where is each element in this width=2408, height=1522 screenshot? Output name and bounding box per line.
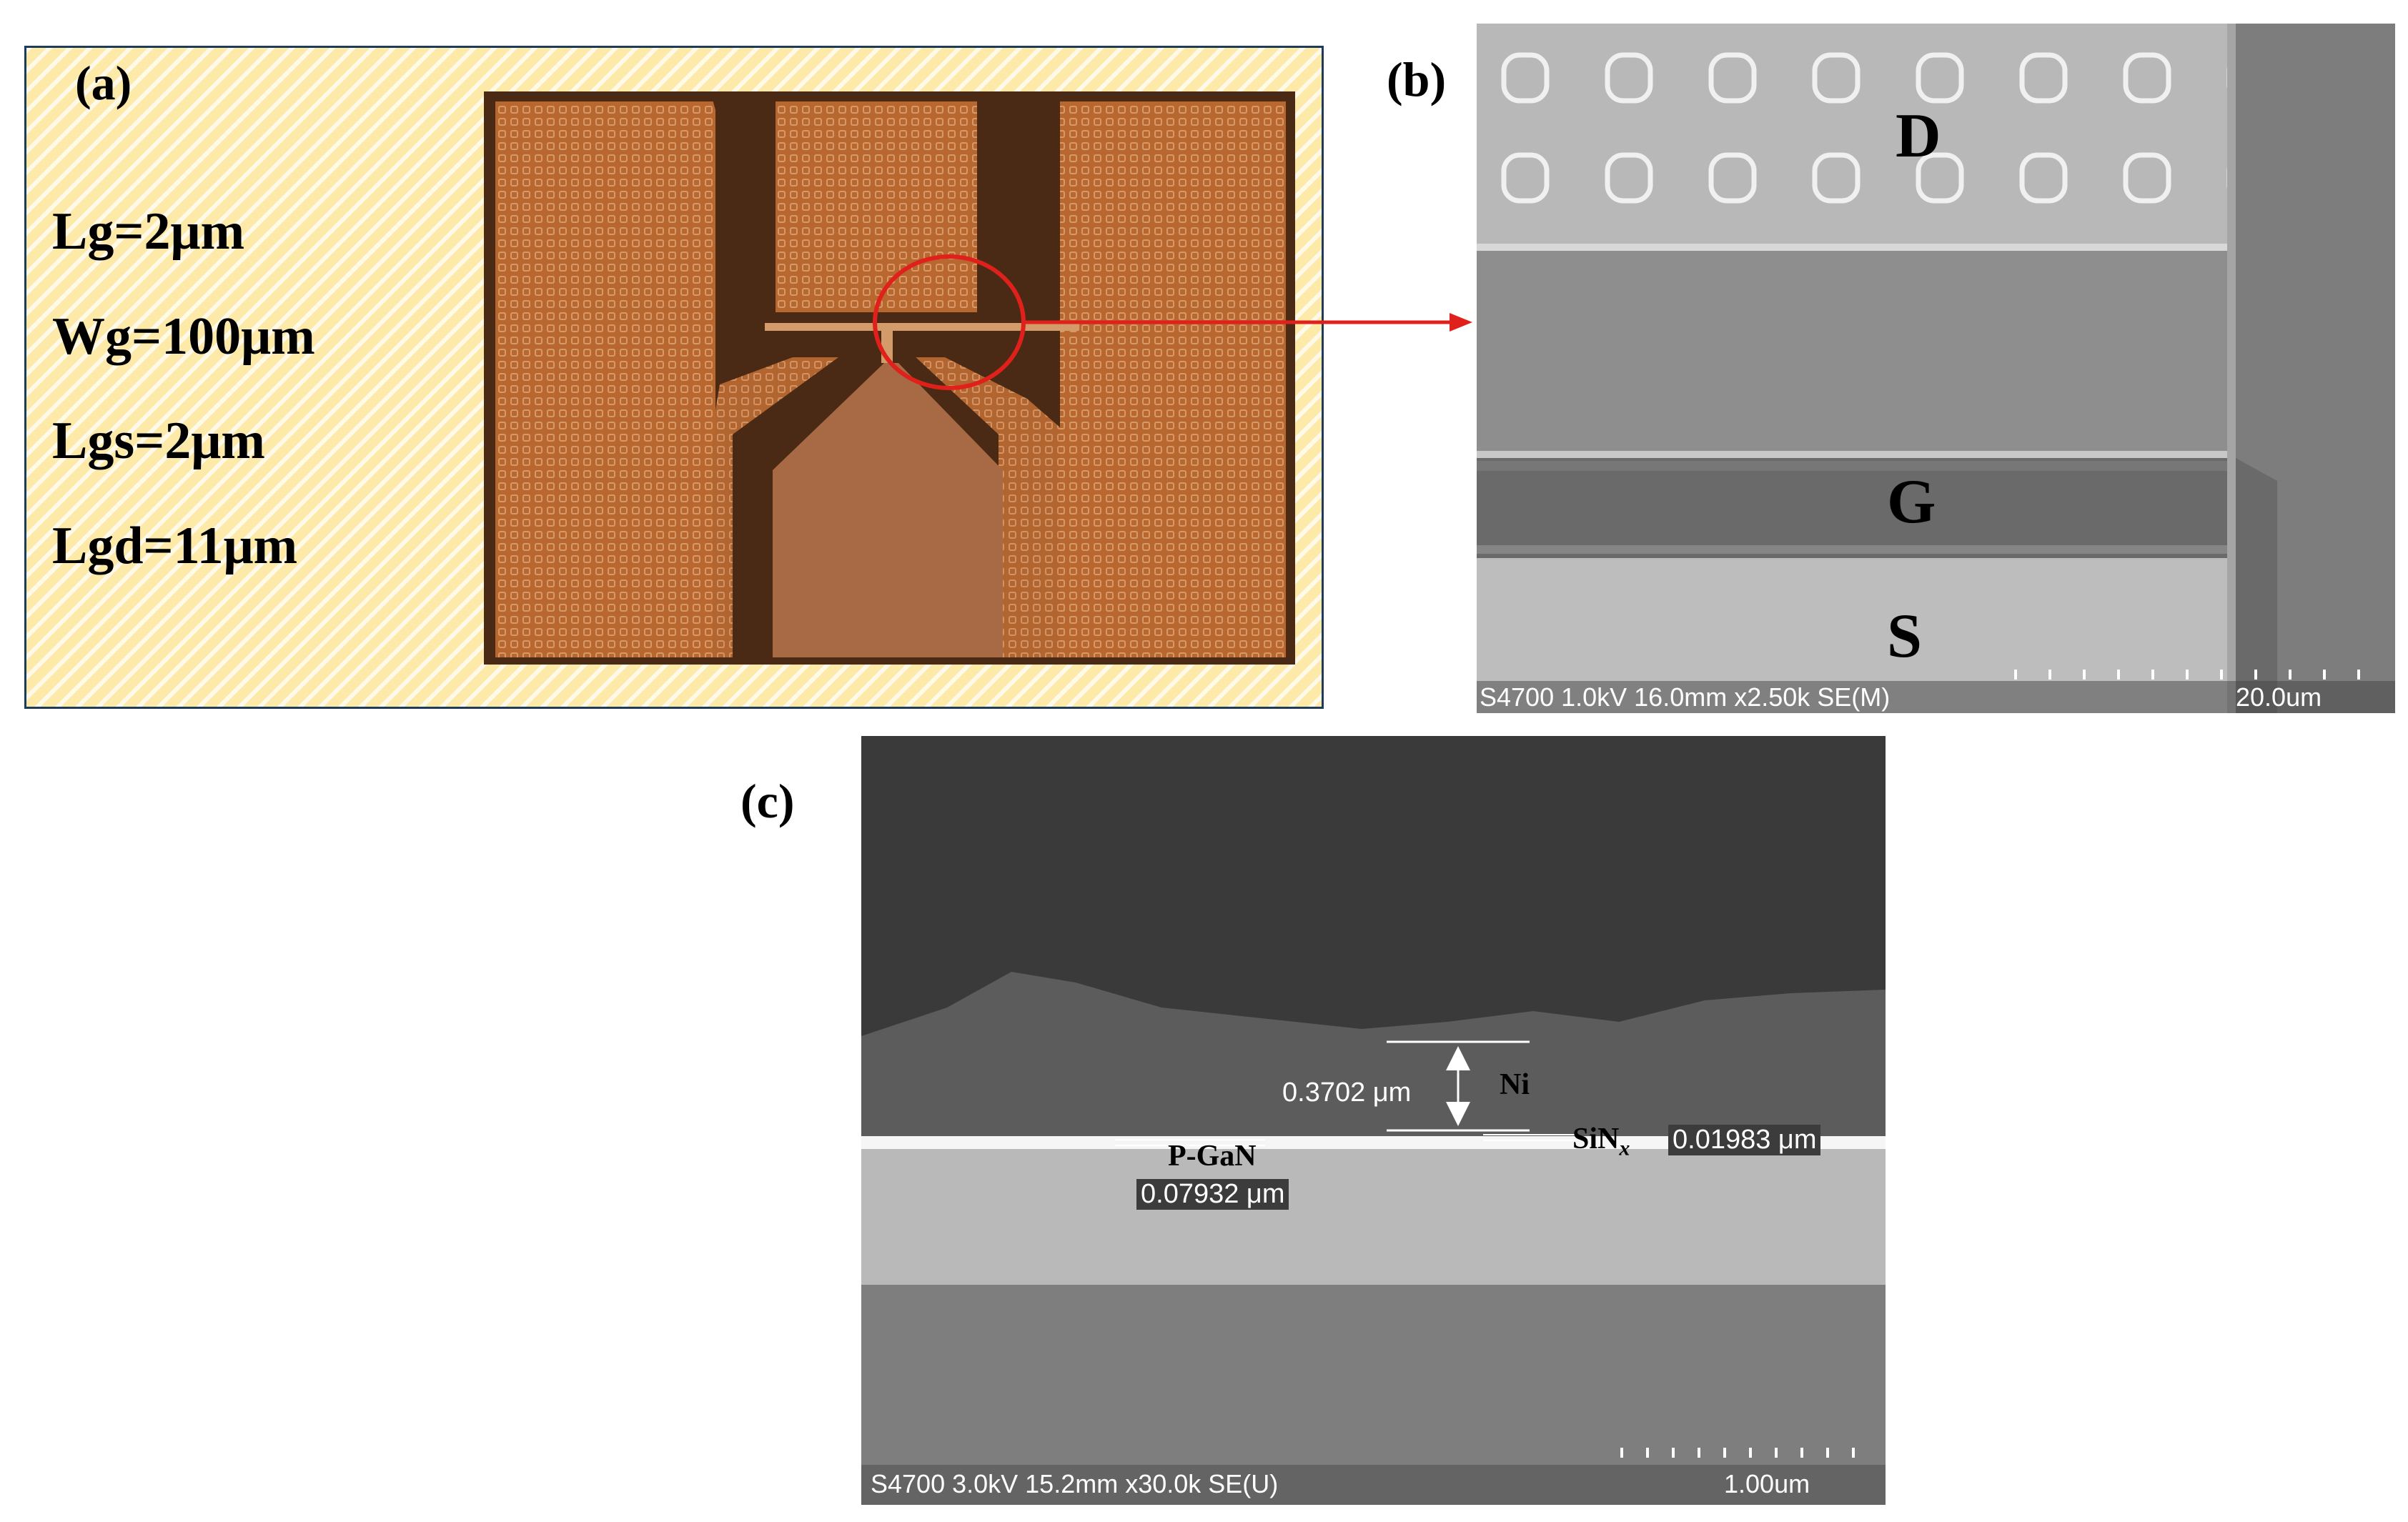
sem-b-scale: 20.0um xyxy=(2236,682,2322,712)
zoom-arrow-head xyxy=(1450,313,1472,332)
source-pad-left xyxy=(495,101,715,657)
scale-bar-b xyxy=(2014,670,2360,680)
gate-electrode xyxy=(1477,458,2249,558)
source-label: S xyxy=(1887,602,1922,671)
gate-finger xyxy=(765,323,1079,331)
param-lg: Lg=2μm xyxy=(52,202,245,261)
sem-c-info: S4700 3.0kV 15.2mm x30.0k SE(U) xyxy=(871,1469,1279,1498)
ni-layer xyxy=(861,972,1886,1136)
sin-thickness-value: 0.01983 μm xyxy=(1668,1125,1821,1155)
sin-thickness-marker xyxy=(1483,1134,1576,1141)
device-micrograph xyxy=(484,91,1295,665)
panel-b-label: (b) xyxy=(1387,52,1447,106)
gate-pad xyxy=(773,363,1003,657)
sem-image-b xyxy=(1477,24,2395,713)
param-wg: Wg=100μm xyxy=(52,307,315,366)
scale-bar-c xyxy=(1620,1448,1855,1458)
param-lgs: Lgs=2μm xyxy=(52,412,265,470)
sinx-label-sub: x xyxy=(1619,1136,1630,1160)
ni-thickness-value: 0.3702 μm xyxy=(1282,1078,1412,1108)
drain-pad xyxy=(776,101,1003,312)
pgan-thickness-marker xyxy=(1115,1139,1265,1146)
highlight-ellipse xyxy=(873,254,1026,390)
source-pad-right xyxy=(1060,101,1286,657)
sem-c-scale: 1.00um xyxy=(1724,1469,1810,1498)
panel-c-label: (c) xyxy=(740,774,795,828)
sem-image-c xyxy=(861,736,1886,1505)
gate-label: G xyxy=(1887,467,1936,537)
drain-label: D xyxy=(1896,101,1941,171)
pgan-label: P-GaN xyxy=(1168,1140,1257,1173)
param-lgd: Lgd=11μm xyxy=(52,517,298,575)
panel-a-label: (a) xyxy=(75,56,132,110)
sem-b-info: S4700 1.0kV 16.0mm x2.50k SE(M) xyxy=(1480,682,1891,712)
pgan-layer xyxy=(861,1149,1886,1285)
pgan-thickness-value: 0.07932 μm xyxy=(1136,1179,1289,1210)
sinx-label-base: SiN xyxy=(1572,1123,1620,1155)
ni-label: Ni xyxy=(1500,1068,1530,1101)
sinx-label: SiNx xyxy=(1572,1122,1630,1160)
